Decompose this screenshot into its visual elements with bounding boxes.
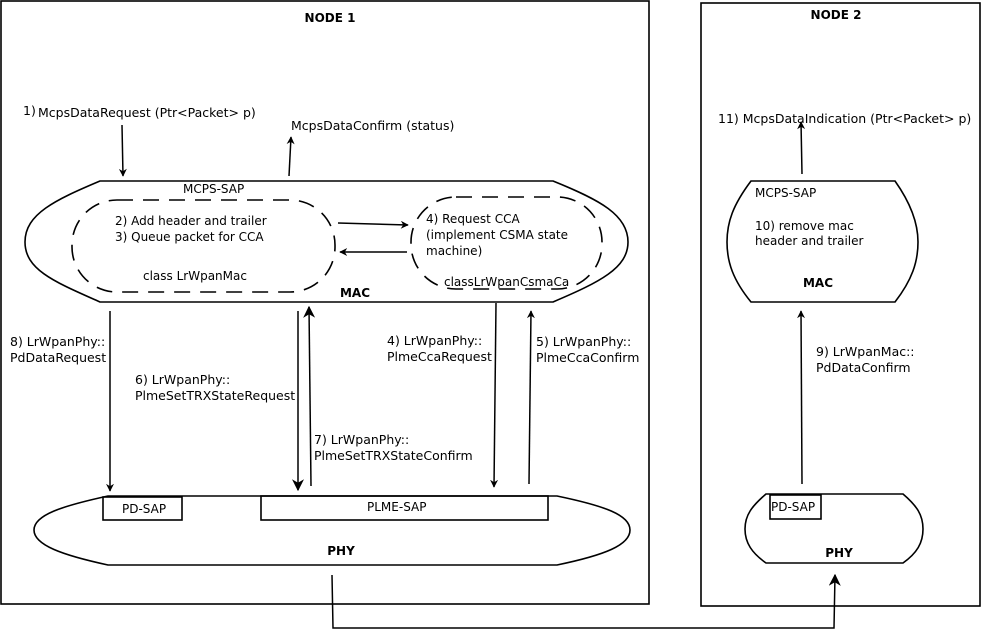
mcps-data-request-arrow: [118, 124, 127, 177]
node2-pd-sap-label: PD-SAP: [771, 500, 815, 514]
step1-number: 1): [23, 103, 36, 118]
call9-line2: PdDataConfirm: [816, 360, 911, 375]
node1-mac-label: MAC: [340, 286, 370, 300]
mcps-data-indication-arrow: [797, 121, 806, 175]
lrwpancsmaca-class-label: classLrWpanCsmaCa: [444, 275, 569, 289]
node1-mac-shape: [24, 180, 629, 303]
step10-line1: 10) remove mac: [755, 219, 854, 233]
node2-frame: [700, 2, 981, 607]
plme-sap-box: [260, 495, 549, 521]
node1-mcps-sap-label: MCPS-SAP: [183, 182, 244, 196]
call4-line2: PlmeCcaRequest: [387, 349, 492, 364]
step2-label: 2) Add header and trailer: [115, 214, 267, 228]
node1-pd-sap-box: [102, 496, 183, 521]
step4-label-line3: machine): [426, 244, 482, 258]
call6-line2: PlmeSetTRXStateRequest: [135, 388, 295, 403]
plme-sap-label: PLME-SAP: [367, 500, 426, 514]
pd-data-confirm-arrow: [797, 310, 806, 485]
node2-mcps-sap-label: MCPS-SAP: [755, 186, 816, 200]
node2-mac-label: MAC: [803, 276, 833, 290]
cca-confirm-arrow: [526, 310, 535, 485]
call5-line2: PlmeCcaConfirm: [536, 350, 639, 365]
call5-line1: 5) LrWpanPhy::: [536, 334, 631, 349]
call8-line1: 8) LrWpanPhy::: [10, 334, 105, 349]
call6-line1: 6) LrWpanPhy::: [135, 372, 230, 387]
step4-label-line2: (implement CSMA state: [426, 228, 568, 242]
cca-request-arrow: [490, 302, 499, 488]
mcps-data-confirm-arrow: [286, 136, 295, 177]
node2-mac-shape: [726, 180, 919, 303]
channel-link-arrow: [331, 573, 841, 629]
node2-pd-sap-box: [769, 494, 822, 520]
mac-to-csma-arrow: [337, 220, 409, 229]
call9-line1: 9) LrWpanMac::: [816, 344, 915, 359]
call7-line2: PlmeSetTRXStateConfirm: [314, 448, 473, 463]
call8-line2: PdDataRequest: [10, 350, 106, 365]
node2-phy-shape: [744, 493, 924, 564]
step4-label-line1: 4) Request CCA: [426, 212, 520, 226]
mcps-data-request-label: McpsDataRequest (Ptr<Packet> p): [38, 105, 256, 120]
node1-pd-sap-label: PD-SAP: [122, 502, 166, 516]
set-trx-state-confirm-arrow: [303, 305, 316, 487]
lrwpanmac-class-box: [71, 199, 336, 293]
lrwpancsmaca-class-box: [410, 196, 603, 290]
node1-frame: [0, 0, 650, 605]
node1-phy-shape: [33, 495, 631, 566]
mcps-data-indication-label: 11) McpsDataIndication (Ptr<Packet> p): [718, 111, 971, 126]
node2-title: NODE 2: [811, 8, 862, 22]
call7-line1: 7) LrWpanPhy::: [314, 432, 409, 447]
node1-title: NODE 1: [305, 11, 356, 25]
node1-phy-label: PHY: [327, 544, 355, 558]
node2-phy-label: PHY: [825, 546, 853, 560]
step3-label: 3) Queue packet for CCA: [115, 230, 264, 244]
mcps-data-confirm-label: McpsDataConfirm (status): [291, 118, 454, 133]
step10-line2: header and trailer: [755, 234, 864, 248]
lrwpanmac-class-label: class LrWpanMac: [143, 269, 247, 283]
call4-line1: 4) LrWpanPhy::: [387, 333, 482, 348]
